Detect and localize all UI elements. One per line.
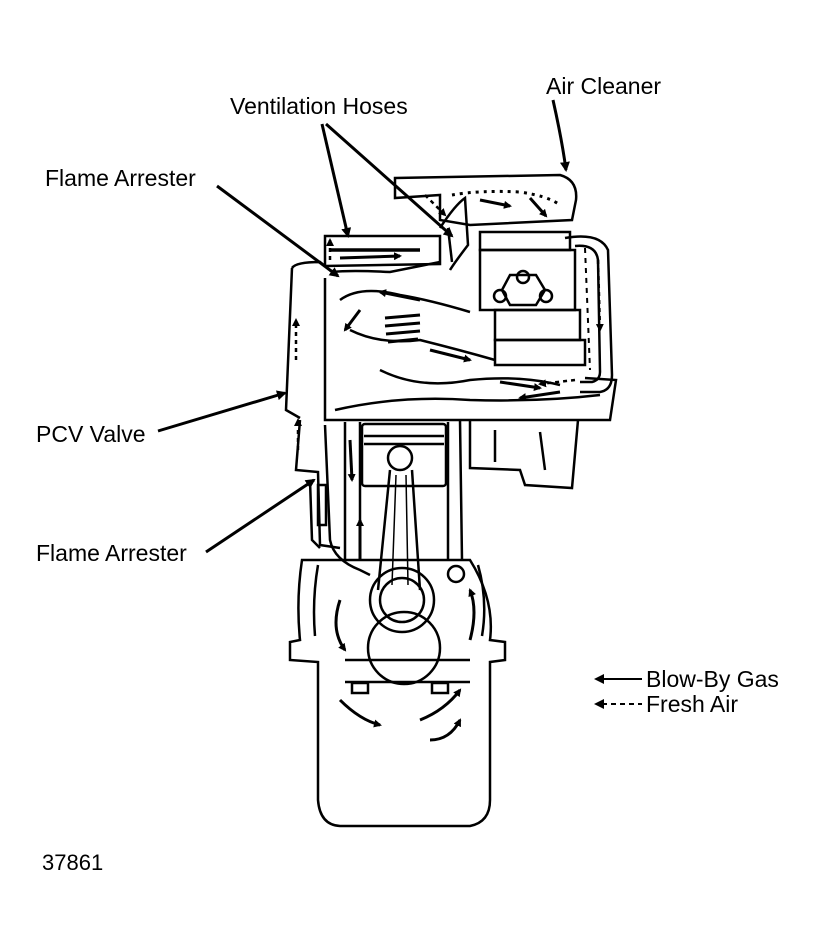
legend-fresh-air-label: Fresh Air bbox=[646, 691, 739, 717]
air-cleaner-leader bbox=[551, 99, 570, 172]
ventilation-hose-leader-1 bbox=[320, 123, 352, 238]
flame-arrester-bottom-label: Flame Arrester bbox=[36, 540, 187, 566]
flame-arrester-top-label: Flame Arrester bbox=[45, 165, 196, 191]
ventilation-hose bbox=[438, 195, 470, 271]
callout-leaders bbox=[157, 99, 570, 554]
flame-arrester-top-leader bbox=[216, 184, 340, 278]
legend-blow-by-gas: Blow-By Gas bbox=[592, 667, 779, 691]
pcv-valve-label: PCV Valve bbox=[36, 421, 146, 447]
air-cleaner-label: Air Cleaner bbox=[546, 73, 662, 99]
ventilation-hose-leader-2 bbox=[325, 122, 454, 238]
dashed-arrow-icon bbox=[594, 699, 642, 709]
flow-arrows bbox=[292, 194, 604, 742]
solid-arrow-icon bbox=[594, 674, 642, 684]
flame-arrester-bottom-leader bbox=[205, 478, 316, 554]
engine-block bbox=[288, 419, 507, 828]
pcv-valve-leader bbox=[157, 390, 287, 433]
ventilation-hoses-label: Ventilation Hoses bbox=[230, 93, 408, 119]
figure-number: 37861 bbox=[42, 850, 104, 875]
legend-fresh-air: Fresh Air bbox=[592, 692, 738, 716]
carburetor bbox=[478, 230, 614, 394]
cylinder-head bbox=[284, 234, 618, 490]
legend-blow-by-gas-label: Blow-By Gas bbox=[646, 666, 779, 692]
